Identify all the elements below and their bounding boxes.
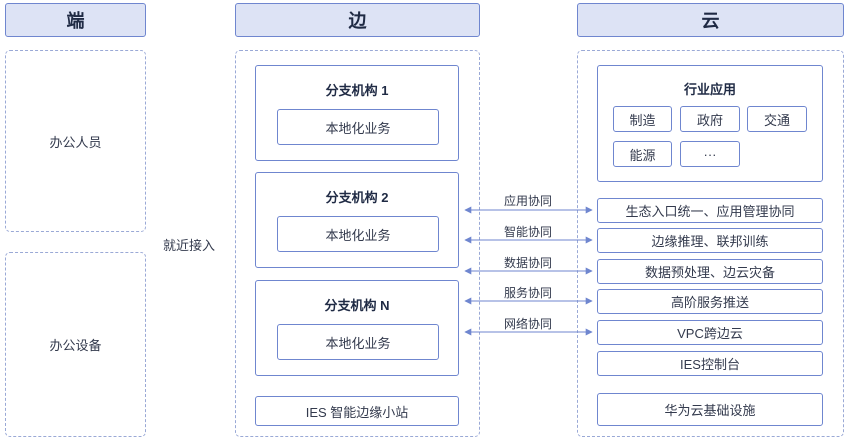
branch-box-2: 分支机构 2 本地化业务 — [255, 172, 459, 268]
collab-target-service: 高阶服务推送 — [597, 289, 823, 314]
branch-service-label-1: 本地化业务 — [325, 120, 391, 136]
edge-container — [235, 50, 480, 437]
ies-station-box: IES 智能边缘小站 — [255, 396, 459, 426]
branch-title-n: 分支机构 N — [324, 298, 390, 313]
column-header-end: 端 — [5, 3, 146, 37]
branch-service-1: 本地化业务 — [277, 109, 439, 145]
end-item-devices: 办公设备 — [49, 338, 102, 353]
collab-label-network: 网络协同 — [503, 317, 552, 331]
collab-target-network: VPC跨边云 — [597, 320, 823, 345]
column-header-edge: 边 — [235, 3, 480, 37]
industry-item-manufacturing: 制造 — [613, 106, 672, 132]
industry-title: 行业应用 — [683, 82, 736, 97]
end-item-staff: 办公人员 — [49, 134, 102, 150]
industry-item-label: 交通 — [763, 112, 790, 128]
industry-item-label: 能源 — [629, 147, 656, 163]
ies-station-label: IES 智能边缘小站 — [305, 404, 409, 420]
collab-target-label: VPC跨边云 — [677, 326, 743, 341]
branch-title-2: 分支机构 2 — [325, 190, 389, 205]
ies-console-label: IES控制台 — [680, 357, 740, 372]
collab-target-label: 生态入口统一、应用管理协同 — [625, 204, 795, 219]
industry-item-label: 政府 — [696, 112, 723, 128]
industry-item-energy: 能源 — [613, 141, 672, 167]
collab-label-app: 应用协同 — [503, 194, 552, 208]
collab-target-label: 数据预处理、边云灾备 — [644, 265, 775, 280]
industry-item-government: 政府 — [680, 106, 740, 132]
infrastructure-box: 华为云基础设施 — [597, 393, 823, 426]
collab-target-label: 边缘推理、联邦训练 — [651, 234, 769, 249]
industry-item-transport: 交通 — [747, 106, 807, 132]
collab-target-label: 高阶服务推送 — [670, 295, 749, 310]
collab-target-data: 数据预处理、边云灾备 — [597, 259, 823, 284]
industry-item-more: ··· — [680, 141, 740, 167]
column-header-cloud: 云 — [577, 3, 844, 37]
industry-item-label: ··· — [703, 146, 717, 162]
collab-label-ai: 智能协同 — [503, 225, 552, 239]
access-label: 就近接入 — [163, 238, 216, 253]
branch-service-2: 本地化业务 — [277, 216, 439, 252]
end-group-staff: 办公人员 — [5, 50, 146, 232]
branch-title-1: 分支机构 1 — [325, 83, 389, 98]
cloud-container — [577, 50, 844, 437]
industry-item-label: 制造 — [629, 112, 656, 128]
end-group-devices: 办公设备 — [5, 252, 146, 437]
branch-service-label-n: 本地化业务 — [325, 335, 391, 351]
collab-label-data: 数据协同 — [503, 256, 552, 270]
ies-console-box: IES控制台 — [597, 351, 823, 376]
branch-service-label-2: 本地化业务 — [325, 227, 391, 243]
branch-box-1: 分支机构 1 本地化业务 — [255, 65, 459, 161]
infrastructure-label: 华为云基础设施 — [664, 403, 756, 418]
collab-target-ai: 边缘推理、联邦训练 — [597, 228, 823, 253]
branch-box-n: 分支机构 N 本地化业务 — [255, 280, 459, 376]
collab-target-app: 生态入口统一、应用管理协同 — [597, 198, 823, 223]
collab-label-service: 服务协同 — [503, 286, 552, 300]
branch-service-n: 本地化业务 — [277, 324, 439, 360]
industry-box: 行业应用 制造 政府 交通 能源 ··· — [597, 65, 823, 182]
